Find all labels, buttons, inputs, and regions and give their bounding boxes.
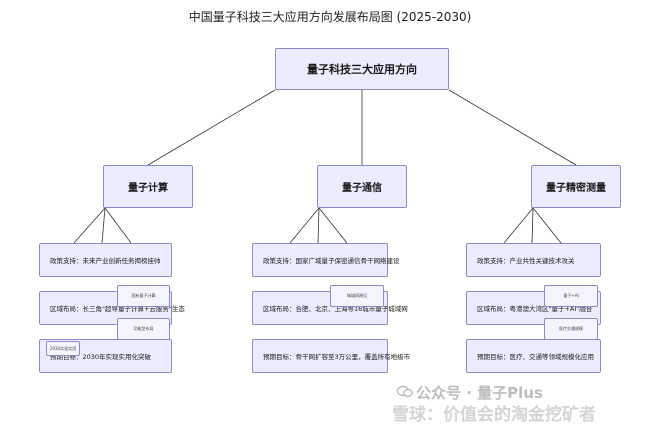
leaf-text: 政策支持：国家广域量子保密通信骨干网络建设 bbox=[263, 257, 400, 265]
note-computing-1: 国有量子计算 bbox=[117, 285, 170, 307]
diagram-title: 中国量子科技三大应用方向发展布局图 (2025-2030) bbox=[188, 10, 472, 24]
leaf-text: 预期目标：骨干网扩容至3万公里，覆盖所有地级市 bbox=[263, 353, 411, 361]
branch-label: 量子精密测量 bbox=[546, 183, 606, 194]
note-measurement-2: 医疗交通规模 bbox=[544, 318, 598, 340]
leaf-policy-measurement: 政策支持：产业共性关键技术攻关 bbox=[466, 243, 601, 277]
leaf-text: 政策支持：产业共性关键技术攻关 bbox=[477, 257, 575, 265]
note-text: 量子+AI bbox=[563, 293, 579, 298]
connector-fan-left-communication bbox=[289, 207, 320, 244]
connector-fan-right-computing bbox=[104, 207, 132, 244]
connector-fan-right-measurement bbox=[532, 207, 562, 244]
connector-fan-left-computing bbox=[73, 207, 106, 244]
connector-root-measurement bbox=[448, 89, 577, 166]
wechat-icon bbox=[396, 385, 413, 398]
leaf-text: 区域布局：长三角"超导量子计算+云服务"生态 bbox=[50, 305, 185, 313]
branch-node-quantum-communication: 量子通信 bbox=[317, 165, 407, 208]
note-text: 2030实现实用 bbox=[49, 345, 77, 351]
note-communication-1: 城域网建设 bbox=[330, 285, 384, 307]
leaf-policy-communication: 政策支持：国家广域量子保密通信骨干网络建设 bbox=[252, 243, 400, 277]
note-text: 功能型布局 bbox=[133, 326, 154, 331]
branch-node-precision-measurement: 量子精密测量 bbox=[531, 165, 621, 208]
root-label: 量子科技三大应用方向 bbox=[307, 63, 417, 76]
note-computing-2: 功能型布局 bbox=[117, 318, 170, 340]
leaf-target-measurement: 预期目标：医疗、交通等领域规模化应用 bbox=[466, 339, 601, 373]
note-text: 国有量子计算 bbox=[131, 293, 156, 298]
root-node: 量子科技三大应用方向 bbox=[275, 48, 449, 90]
connector-root-computing bbox=[147, 89, 276, 166]
note-text: 医疗交通规模 bbox=[559, 326, 583, 331]
leaf-text: 区域布局：粤港澳大湾区"量子+AI"融合 bbox=[477, 305, 593, 313]
leaf-text: 政策支持：未来产业创新任务揭榜挂帅 bbox=[50, 257, 161, 265]
branch-label: 量子通信 bbox=[342, 183, 382, 194]
connector-fan-mid-communication bbox=[317, 207, 320, 244]
branch-node-quantum-computing: 量子计算 bbox=[103, 165, 193, 208]
note-measurement-1: 量子+AI bbox=[544, 285, 598, 307]
leaf-policy-computing: 政策支持：未来产业创新任务揭榜挂帅 bbox=[39, 243, 172, 277]
connector-fan-left-measurement bbox=[503, 207, 534, 244]
note-computing-3: 2030实现实用 bbox=[46, 341, 80, 356]
connector-fan-right-communication bbox=[318, 207, 348, 244]
leaf-target-communication: 预期目标：骨干网扩容至3万公里，覆盖所有地级市 bbox=[252, 339, 410, 373]
note-text: 城域网建设 bbox=[347, 293, 367, 298]
branch-label: 量子计算 bbox=[128, 183, 168, 194]
connector-fan-mid-computing bbox=[101, 207, 106, 244]
leaf-text: 预期目标：2030年实现实用化突破 bbox=[50, 353, 152, 361]
leaf-text: 区域布局：合肥、北京、上海等16城市量子城域网 bbox=[263, 305, 408, 313]
watermark-xueqiu: 雪球：价值会的淘金挖矿者 bbox=[392, 405, 596, 425]
leaf-text: 预期目标：医疗、交通等领域规模化应用 bbox=[477, 353, 594, 361]
watermark-official-account: 公众号 · 量子Plus bbox=[416, 384, 543, 402]
connector-fan-mid-measurement bbox=[531, 207, 534, 244]
